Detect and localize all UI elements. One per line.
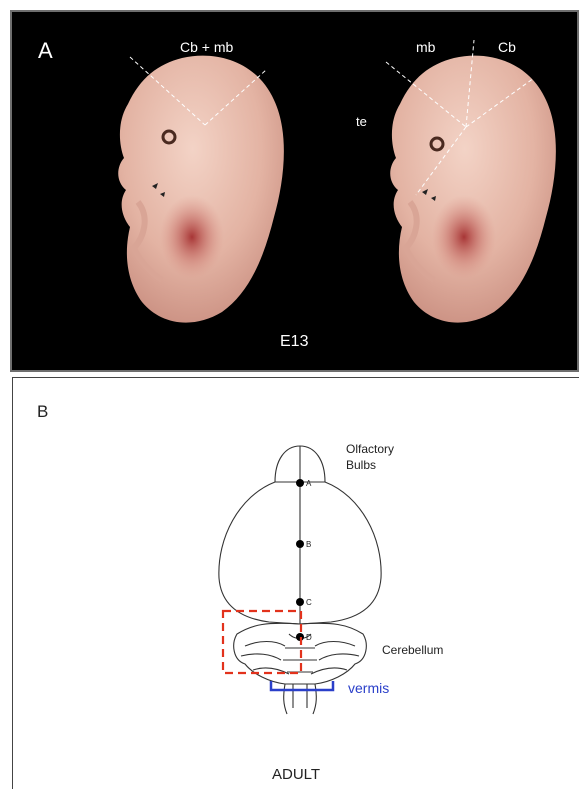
- cerebellum-label: Cerebellum: [382, 643, 443, 657]
- panel-a-label: A: [38, 38, 53, 63]
- mb-label: mb: [416, 39, 436, 55]
- right-embryo: [386, 40, 556, 323]
- vermis-label: vermis: [348, 680, 389, 696]
- cb-mb-label: Cb + mb: [180, 39, 234, 55]
- panel-b-adult-brain: B A B C D: [12, 377, 579, 789]
- olfactory-label-line2: Bulbs: [346, 458, 376, 472]
- point-a-label: A: [306, 479, 312, 488]
- panel-a-embryo-photos: A Cb + mb mb Cb te E13: [10, 10, 579, 372]
- point-c-dot: [296, 598, 304, 606]
- panel-b-canvas: B A B C D: [13, 378, 579, 789]
- cb-label: Cb: [498, 39, 516, 55]
- left-embryo-liver: [160, 195, 224, 279]
- left-embryo: [118, 56, 284, 323]
- right-embryo-body: [390, 56, 556, 323]
- brainstem-outline: [284, 684, 317, 714]
- panel-a-canvas: A Cb + mb mb Cb te E13: [12, 12, 577, 370]
- left-embryo-body: [118, 56, 284, 323]
- e13-stage-label: E13: [280, 333, 309, 350]
- point-c-label: C: [306, 598, 312, 607]
- landmark-points: A B C D: [296, 479, 312, 642]
- te-label: te: [356, 114, 367, 129]
- point-a-dot: [296, 479, 304, 487]
- panel-b-label: B: [37, 402, 48, 421]
- point-b-label: B: [306, 540, 311, 549]
- adult-stage-label: ADULT: [272, 766, 320, 783]
- olfactory-label-line1: Olfactory: [346, 442, 394, 456]
- right-embryo-liver: [432, 195, 496, 279]
- point-b-dot: [296, 540, 304, 548]
- point-d-label: D: [306, 633, 312, 642]
